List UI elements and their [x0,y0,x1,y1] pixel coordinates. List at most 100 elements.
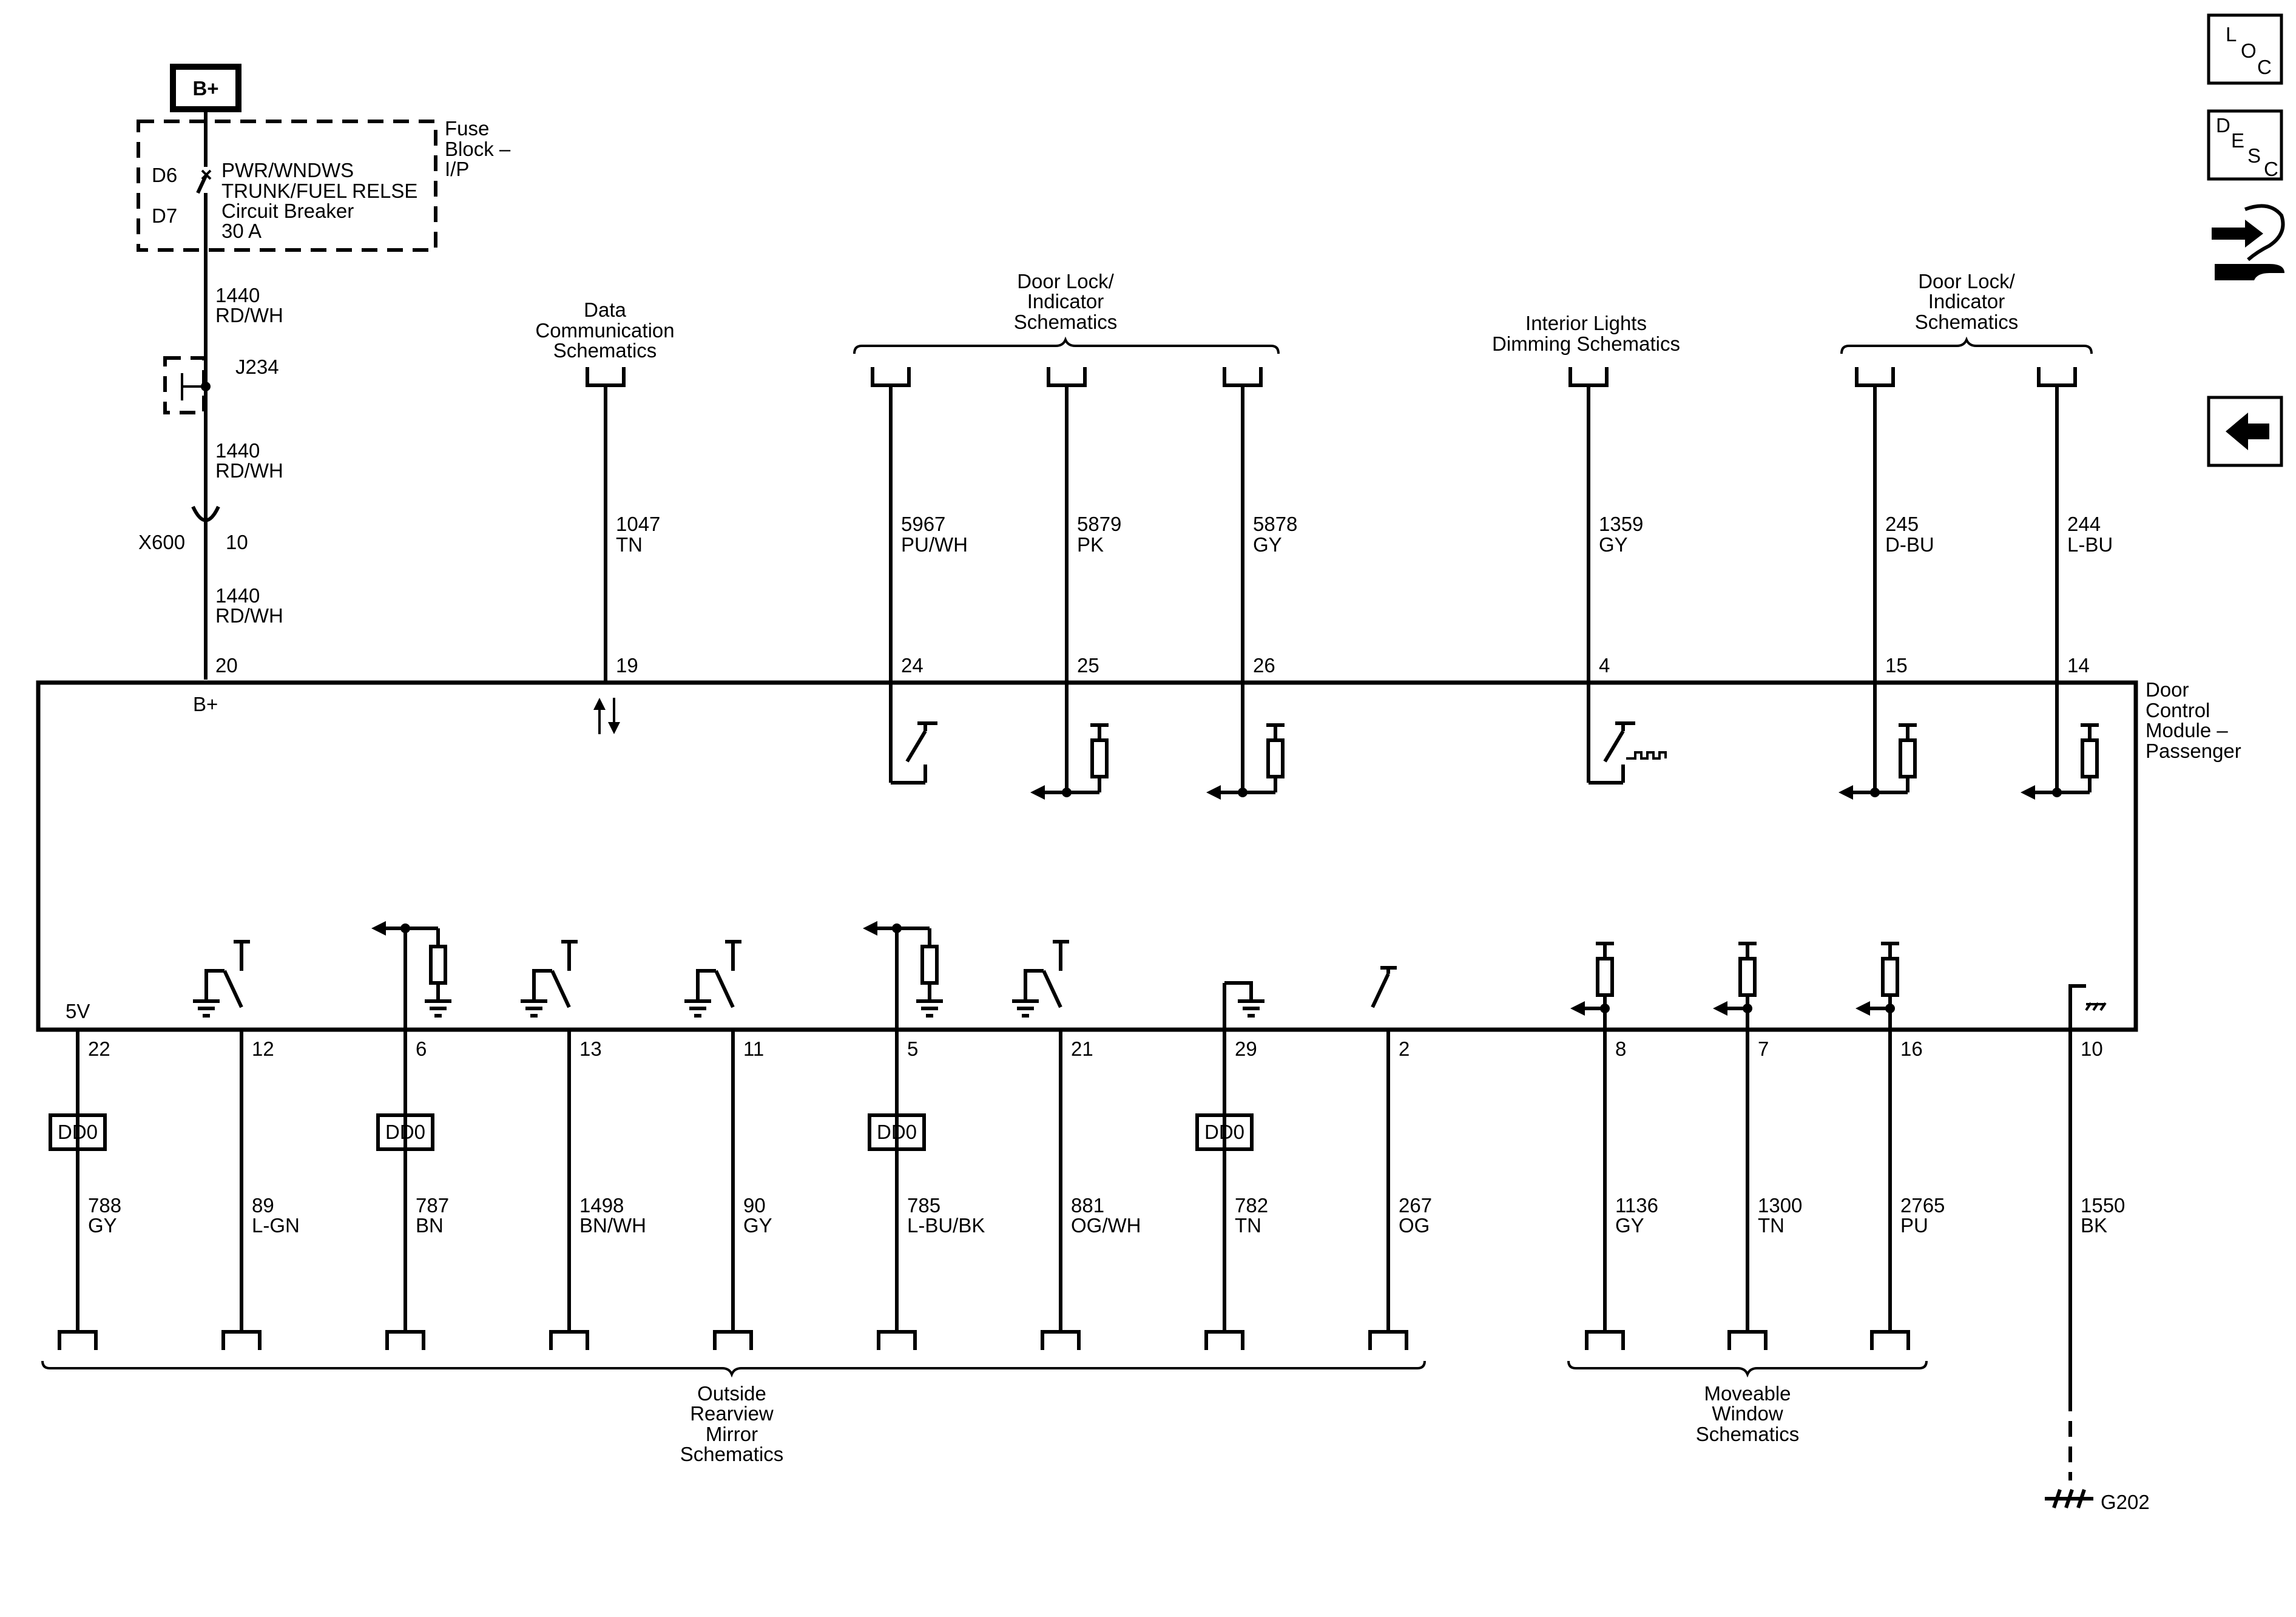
back-arrow-icon[interactable] [2207,396,2283,467]
switch-to-ground-icon-11 [684,940,741,1018]
ref-mirror-4: Schematics [680,1443,784,1465]
switch-to-ground-icon-21 [1012,940,1069,1018]
chassis-ground-icon-10 [2068,984,2107,1030]
top-pin-20: 20 [215,654,238,677]
dd0-box-29 [1195,1113,1254,1151]
bottom-circuit-12: 89 [252,1194,274,1217]
top-terminal-26 [1223,367,1263,387]
bottom-color-11: GY [743,1214,772,1237]
fuse-pin-top: D6 [152,164,177,186]
bottom-terminal-8 [1585,1330,1625,1350]
module-5v-label: 5V [66,1000,90,1022]
bottom-color-13: BN/WH [579,1214,646,1237]
nav-desc-l2: E [2231,129,2244,152]
ref-interior-lights-2: Dimming Schematics [1492,333,1680,355]
bottom-circuit-11: 90 [743,1194,766,1217]
module-name-2: Control [2146,699,2210,721]
top-circuit-24: 5967 [901,513,945,535]
bottom-terminal-5 [877,1330,917,1350]
nav-desc-l4: C [2264,158,2278,180]
top-color-25: PK [1077,533,1104,556]
fuse-block-label-2: Block – [445,138,511,160]
top-terminal-15 [1855,367,1895,387]
bottom-color-6: BN [416,1214,444,1237]
breaker-label-3: Circuit Breaker [221,200,354,222]
ref-window-3: Schematics [1696,1423,1800,1445]
dd-label-6: DD0 [385,1121,425,1143]
bottom-color-29: TN [1235,1214,1261,1237]
top-pin-24: 24 [901,654,923,677]
nav-loc-button[interactable]: L O C [2207,13,2283,85]
bottom-color-16: PU [1900,1214,1928,1237]
bottom-circuit-10: 1550 [2081,1194,2125,1217]
fuse-block-outline [137,120,437,252]
pullup-resistor-icon-26 [1206,723,1285,800]
top-terminal-25 [1047,367,1087,387]
bidirectional-data-icon [593,698,620,734]
bottom-pin-22: 22 [88,1038,110,1060]
top-color-14: L-BU [2067,533,2113,556]
bottom-terminal-11 [713,1330,753,1350]
ref-door-lock-1-1: Door Lock/ [1017,270,1114,292]
nav-desc-l1: D [2216,114,2230,137]
connector-tool-icon[interactable] [2212,204,2285,280]
ref-data-comm-3: Schematics [553,339,657,362]
bottom-color-2: OG [1399,1214,1430,1237]
dd0-box-5 [868,1113,926,1151]
top-circuit-15: 245 [1885,513,1919,535]
bottom-pin-2: 2 [1399,1038,1410,1060]
bottom-pin-10: 10 [2081,1038,2103,1060]
ref-mirror-3: Mirror [706,1423,758,1445]
bottom-color-12: L-GN [252,1214,300,1237]
top-color-19: TN [616,533,643,556]
pullup-resistor-icon-7 [1713,942,1757,1016]
ground-label: G202 [2101,1491,2150,1513]
top-terminal-4 [1568,367,1609,387]
ref-bracket-mirror [41,1360,1426,1378]
bottom-pin-13: 13 [579,1038,602,1060]
bottom-pin-12: 12 [252,1038,274,1060]
module-name-1: Door [2146,678,2189,701]
dd-label-29: DD0 [1204,1121,1244,1143]
bottom-color-8: GY [1615,1214,1644,1237]
bottom-terminal-16 [1870,1330,1910,1350]
top-pin-25: 25 [1077,654,1099,677]
dimming-switch-icon-4 [1589,721,1667,785]
module-supply-label: B+ [193,693,218,715]
switch-icon-2 [1371,966,1397,1008]
pulldown-resistor-icon-5 [863,921,943,1018]
bottom-circuit-22: 788 [88,1194,121,1217]
power-feed: B+ Fuse Block – I/P D6 D7 PWR/WNDWS TRUN… [137,64,511,680]
bottom-pin-8: 8 [1615,1038,1626,1060]
dd0-box-22 [49,1113,107,1151]
dd-label-5: DD0 [877,1121,917,1143]
ref-bracket-door-lock-1 [853,336,1280,354]
dd-label-22: DD0 [58,1121,98,1143]
nav-desc-button[interactable]: D E S C [2207,109,2283,181]
breaker-label-1: PWR/WNDWS [221,159,354,181]
bottom-color-5: L-BU/BK [907,1214,985,1237]
power-circuit-1: 1440 [215,284,260,306]
power-color-1: RD/WH [215,304,283,326]
bottom-references: Outside Rearview Mirror Schematics Movea… [41,1360,1928,1465]
ref-door-lock-2-1: Door Lock/ [1918,270,2015,292]
pullup-resistor-icon-16 [1855,942,1899,1016]
door-control-module-box [36,680,2138,1032]
bottom-pin-6: 6 [416,1038,427,1060]
nav-loc-l1: L [2226,23,2237,46]
bottom-circuit-13: 1498 [579,1194,624,1217]
module-name-3: Module – [2146,719,2228,741]
connector-name: X600 [138,531,185,553]
module-name-4: Passenger [2146,740,2241,762]
bottom-circuit-5: 785 [907,1194,940,1217]
top-color-24: PU/WH [901,533,968,556]
bottom-circuit-8: 1136 [1615,1194,1658,1217]
bottom-color-10: BK [2081,1214,2107,1237]
ground-g202-icon [2045,1489,2093,1508]
bottom-pin-5: 5 [907,1038,918,1060]
bottom-terminal-29 [1204,1330,1244,1350]
inline-connector-icon [191,505,220,522]
bottom-color-7: TN [1758,1214,1784,1237]
pullup-resistor-icon-14 [2021,723,2099,800]
